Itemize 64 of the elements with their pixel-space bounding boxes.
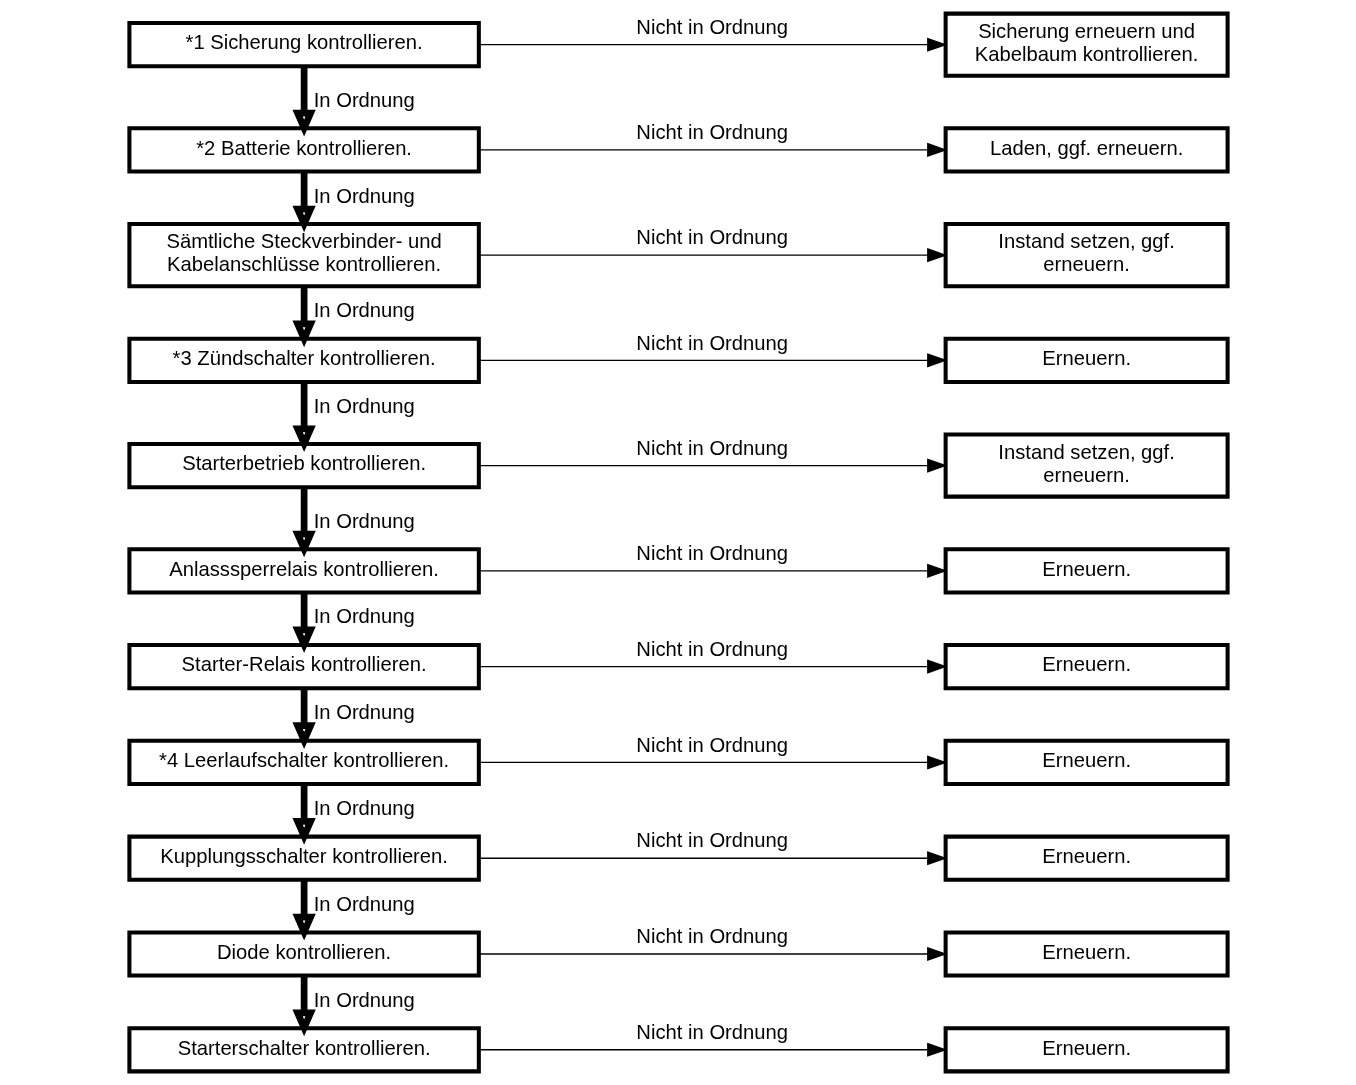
node-box: Kupplungsschalter kontrollieren. bbox=[126, 834, 481, 882]
arrow bbox=[478, 37, 947, 52]
arrow bbox=[478, 659, 947, 674]
arrow bbox=[291, 286, 316, 348]
node-box: Sicherung erneuern und Kabelbaum kontrollieren. bbox=[943, 11, 1230, 78]
node-box: Erneuern. bbox=[943, 1026, 1230, 1074]
node-box: Erneuern. bbox=[943, 336, 1230, 384]
arrow bbox=[291, 592, 316, 654]
arrow bbox=[478, 946, 947, 962]
node-box: Starterschalter kontrollieren. bbox=[126, 1026, 481, 1074]
node-box: *4 Leerlaufschalter kontrollieren. bbox=[126, 738, 481, 787]
edge-label: Nicht in Ordnung bbox=[635, 733, 788, 756]
arrow bbox=[291, 171, 316, 233]
arrow bbox=[291, 880, 316, 941]
node-box: Erneuern. bbox=[943, 738, 1230, 787]
node-box: *1 Sicherung kontrollieren. bbox=[126, 21, 481, 69]
arrow bbox=[478, 353, 947, 368]
edge-label: In Ordnung bbox=[313, 509, 415, 532]
node-box: *2 Batterie kontrollieren. bbox=[126, 126, 481, 174]
arrow bbox=[291, 487, 316, 558]
arrow bbox=[478, 142, 947, 157]
edge-label: Nicht in Ordnung bbox=[635, 121, 788, 144]
node-box: Sämtliche Steckverbinder- und Kabelanschlüsse kontrollieren. bbox=[126, 222, 481, 289]
edge-label: In Ordnung bbox=[313, 394, 415, 417]
arrow bbox=[291, 784, 316, 845]
edge-label: Nicht in Ordnung bbox=[635, 637, 788, 660]
arrow bbox=[478, 458, 947, 473]
edge-label: Nicht in Ordnung bbox=[635, 226, 788, 249]
edge-label: Nicht in Ordnung bbox=[635, 925, 788, 948]
node-box: Erneuern. bbox=[943, 643, 1230, 691]
node-box: Starterbetrieb kontrollieren. bbox=[126, 442, 481, 490]
edge-label: In Ordnung bbox=[313, 299, 415, 322]
edge-label: Nicht in Ordnung bbox=[635, 15, 788, 38]
arrow bbox=[478, 851, 947, 866]
arrow bbox=[478, 563, 947, 578]
arrow bbox=[291, 688, 316, 749]
edge-label: In Ordnung bbox=[313, 88, 415, 111]
node-box: *3 Zündschalter kontrollieren. bbox=[126, 336, 481, 384]
arrow bbox=[291, 66, 316, 137]
node-box: Erneuern. bbox=[943, 834, 1230, 882]
edge-label: In Ordnung bbox=[313, 797, 415, 820]
node-box: Starter-Relais kontrollieren. bbox=[126, 643, 481, 691]
arrow bbox=[478, 248, 947, 263]
edge-label: In Ordnung bbox=[313, 988, 415, 1011]
node-box: Instand setzen, ggf. erneuern. bbox=[943, 222, 1230, 289]
node-box: Anlasssperrelais kontrollieren. bbox=[126, 547, 481, 595]
arrow bbox=[478, 755, 947, 770]
arrow bbox=[478, 1042, 947, 1057]
edge-label: Nicht in Ordnung bbox=[635, 829, 788, 852]
edge-label: Nicht in Ordnung bbox=[635, 436, 788, 459]
edge-label: In Ordnung bbox=[313, 605, 415, 628]
node-box: Erneuern. bbox=[943, 930, 1230, 978]
edge-label: Nicht in Ordnung bbox=[635, 542, 788, 565]
arrow bbox=[291, 382, 316, 453]
edge-label: In Ordnung bbox=[313, 184, 415, 207]
edge-label: Nicht in Ordnung bbox=[635, 331, 788, 354]
node-box: Erneuern. bbox=[943, 547, 1230, 595]
edge-label: Nicht in Ordnung bbox=[635, 1020, 788, 1043]
arrow bbox=[291, 976, 316, 1037]
edge-label: In Ordnung bbox=[313, 892, 415, 915]
node-box: Instand setzen, ggf. erneuern. bbox=[943, 432, 1230, 499]
edge-label: In Ordnung bbox=[313, 701, 415, 724]
node-box: Diode kontrollieren. bbox=[126, 930, 481, 978]
node-box: Laden, ggf. erneuern. bbox=[943, 126, 1230, 174]
